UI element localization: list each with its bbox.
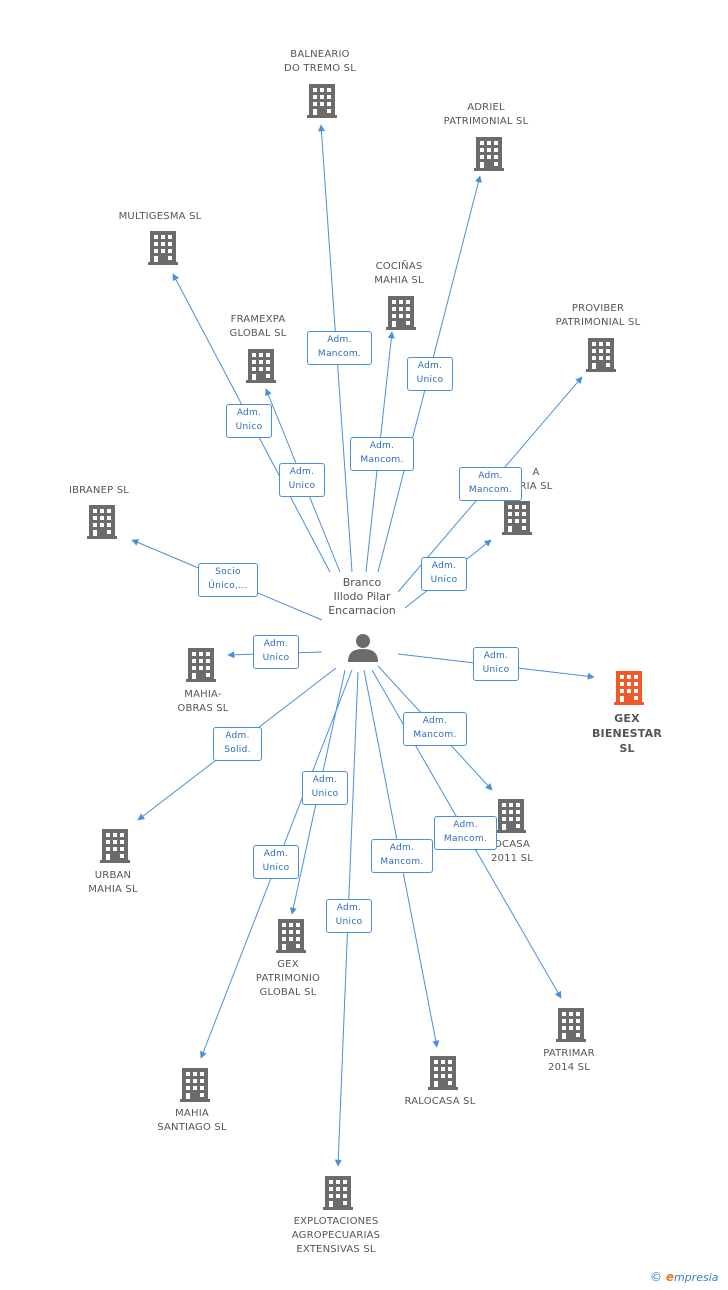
company-label-framexpa[interactable]: FRAMEXPA GLOBAL SL xyxy=(229,314,287,339)
building-icon[interactable] xyxy=(276,919,306,953)
relation-badge-framexpa[interactable]: Adm. Unico xyxy=(279,463,325,497)
building-icon[interactable] xyxy=(386,296,416,330)
building-icon[interactable] xyxy=(502,501,532,535)
relation-badge-ria[interactable]: Adm. Unico xyxy=(421,557,467,591)
relation-badge-patrimar[interactable]: Adm. Mancom. xyxy=(434,816,497,850)
center-person-label[interactable]: Branco Illodo Pilar Encarnacion xyxy=(328,576,396,617)
building-icon[interactable] xyxy=(87,505,117,539)
building-icon[interactable] xyxy=(180,1068,210,1102)
company-label-ralocasa[interactable]: RALOCASA SL xyxy=(404,1096,476,1107)
brand-logo-e: e xyxy=(665,1270,674,1284)
relation-badge-urban[interactable]: Adm. Solid. xyxy=(213,727,262,761)
company-label-ibranep[interactable]: IBRANEP SL xyxy=(68,485,130,496)
relation-badge-ocasa[interactable]: Adm. Mancom. xyxy=(403,712,467,746)
building-icon[interactable] xyxy=(246,349,276,383)
relation-badge-mahia-obras[interactable]: Adm. Unico xyxy=(253,635,299,669)
company-label-explotaciones[interactable]: EXPLOTACIONES AGROPECUARIAS EXTENSIVAS S… xyxy=(291,1216,381,1255)
company-label-adriel[interactable]: ADRIEL PATRIMONIAL SL xyxy=(443,102,529,127)
company-label-gex-patrimonio[interactable]: GEX PATRIMONIO GLOBAL SL xyxy=(255,959,321,998)
relation-badge-cocinas[interactable]: Adm. Mancom. xyxy=(350,437,414,471)
company-label-multigesma[interactable]: MULTIGESMA SL xyxy=(118,211,202,222)
building-icon[interactable] xyxy=(496,799,526,833)
company-label-patrimar[interactable]: PATRIMAR 2014 SL xyxy=(543,1048,595,1073)
person-icon[interactable] xyxy=(346,632,380,662)
company-label-ocasa[interactable]: OCASA 2011 SL xyxy=(491,839,533,864)
building-icon[interactable] xyxy=(556,1008,586,1042)
building-icon[interactable] xyxy=(148,231,178,265)
building-icon[interactable] xyxy=(614,671,644,705)
relation-badge-ralocasa[interactable]: Adm. Mancom. xyxy=(371,839,433,873)
brand-logo-text: mpresia xyxy=(673,1271,719,1284)
company-label-balneario[interactable]: BALNEARIO DO TREMO SL xyxy=(284,49,356,74)
building-icon[interactable] xyxy=(428,1056,458,1090)
relation-badge-explotaciones[interactable]: Adm. Unico xyxy=(326,899,372,933)
relation-badge-gex-bienestar[interactable]: Adm. Unico xyxy=(473,647,519,681)
footer-brand: © empresia xyxy=(650,1270,718,1284)
building-icon[interactable] xyxy=(186,648,216,682)
building-icon[interactable] xyxy=(586,338,616,372)
company-label-urban[interactable]: URBAN MAHIA SL xyxy=(88,870,138,895)
relation-badge-proviber[interactable]: Adm. Mancom. xyxy=(459,467,522,501)
building-icon[interactable] xyxy=(474,137,504,171)
company-label-cocinas[interactable]: COCIÑAS MAHIA SL xyxy=(374,261,424,286)
company-label-gex-bienestar[interactable]: GEX BIENESTAR SL xyxy=(591,712,663,755)
copyright-icon: © xyxy=(650,1270,662,1284)
relation-badge-balneario[interactable]: Adm. Mancom. xyxy=(307,331,372,365)
relation-badge-mahia-santiago[interactable]: Adm. Unico xyxy=(253,845,299,879)
company-label-proviber[interactable]: PROVIBER PATRIMONIAL SL xyxy=(555,303,641,328)
building-icon[interactable] xyxy=(307,84,337,118)
relation-badge-adriel[interactable]: Adm. Unico xyxy=(407,357,453,391)
relation-badge-gex-patrimonio[interactable]: Adm. Unico xyxy=(302,771,348,805)
company-label-hidden-ria[interactable]: A RIA SL xyxy=(519,467,553,492)
building-icon[interactable] xyxy=(100,829,130,863)
building-icon[interactable] xyxy=(323,1176,353,1210)
company-label-mahia-santiago[interactable]: MAHIA SANTIAGO SL xyxy=(157,1108,227,1133)
relation-badge-ibranep[interactable]: Socio Único,... xyxy=(198,563,258,597)
relation-badge-multigesma[interactable]: Adm. Unico xyxy=(226,404,272,438)
company-label-mahia-obras[interactable]: MAHIA- OBRAS SL xyxy=(177,689,229,714)
